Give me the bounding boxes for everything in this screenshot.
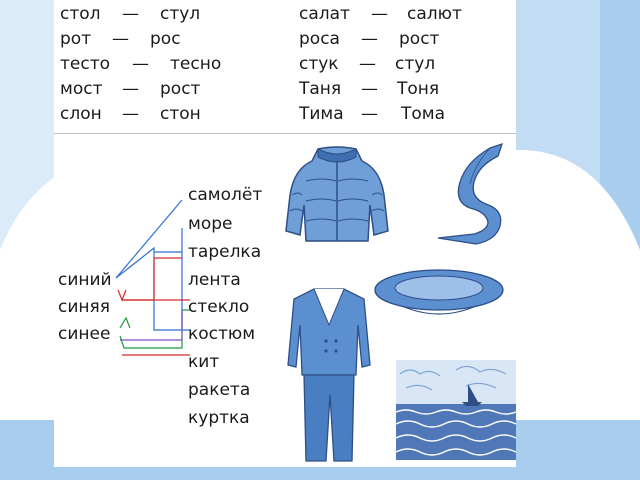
pair-row: мост—рост (60, 79, 201, 99)
pair-row: стук—стул (299, 54, 436, 74)
noun: лента (188, 270, 241, 290)
suit-icon (287, 288, 371, 462)
pair-row: тесто—тесно (60, 54, 222, 74)
noun: тарелка (188, 242, 262, 262)
section-divider (54, 133, 516, 134)
pair-row: рот—рос (60, 29, 181, 49)
noun: ракета (188, 380, 251, 400)
noun: море (188, 214, 233, 234)
noun: куртка (188, 408, 250, 428)
ribbon-icon (437, 142, 504, 245)
pair-row: слон—стон (60, 104, 201, 124)
adjective: синий (58, 270, 112, 290)
pair-row: роса—рост (299, 29, 440, 49)
adjective: синее (58, 324, 111, 344)
noun: стекло (188, 297, 250, 317)
noun: кит (188, 352, 220, 372)
pair-row: Таня—Тоня (299, 79, 440, 99)
noun: костюм (188, 324, 256, 344)
jacket-icon (285, 146, 389, 242)
pair-row: салат—салют (299, 4, 462, 24)
pair-row: Тима—Тома (299, 104, 446, 124)
sea-icon (396, 360, 516, 460)
matching-lines (115, 199, 190, 356)
pair-row: стол—стул (60, 4, 201, 24)
textbook-page: стол—стул рот—рос тесто—тесно мост—рост … (54, 0, 516, 467)
adjective: синяя (58, 297, 110, 317)
noun: самолёт (188, 185, 263, 205)
plate-icon (374, 269, 504, 315)
